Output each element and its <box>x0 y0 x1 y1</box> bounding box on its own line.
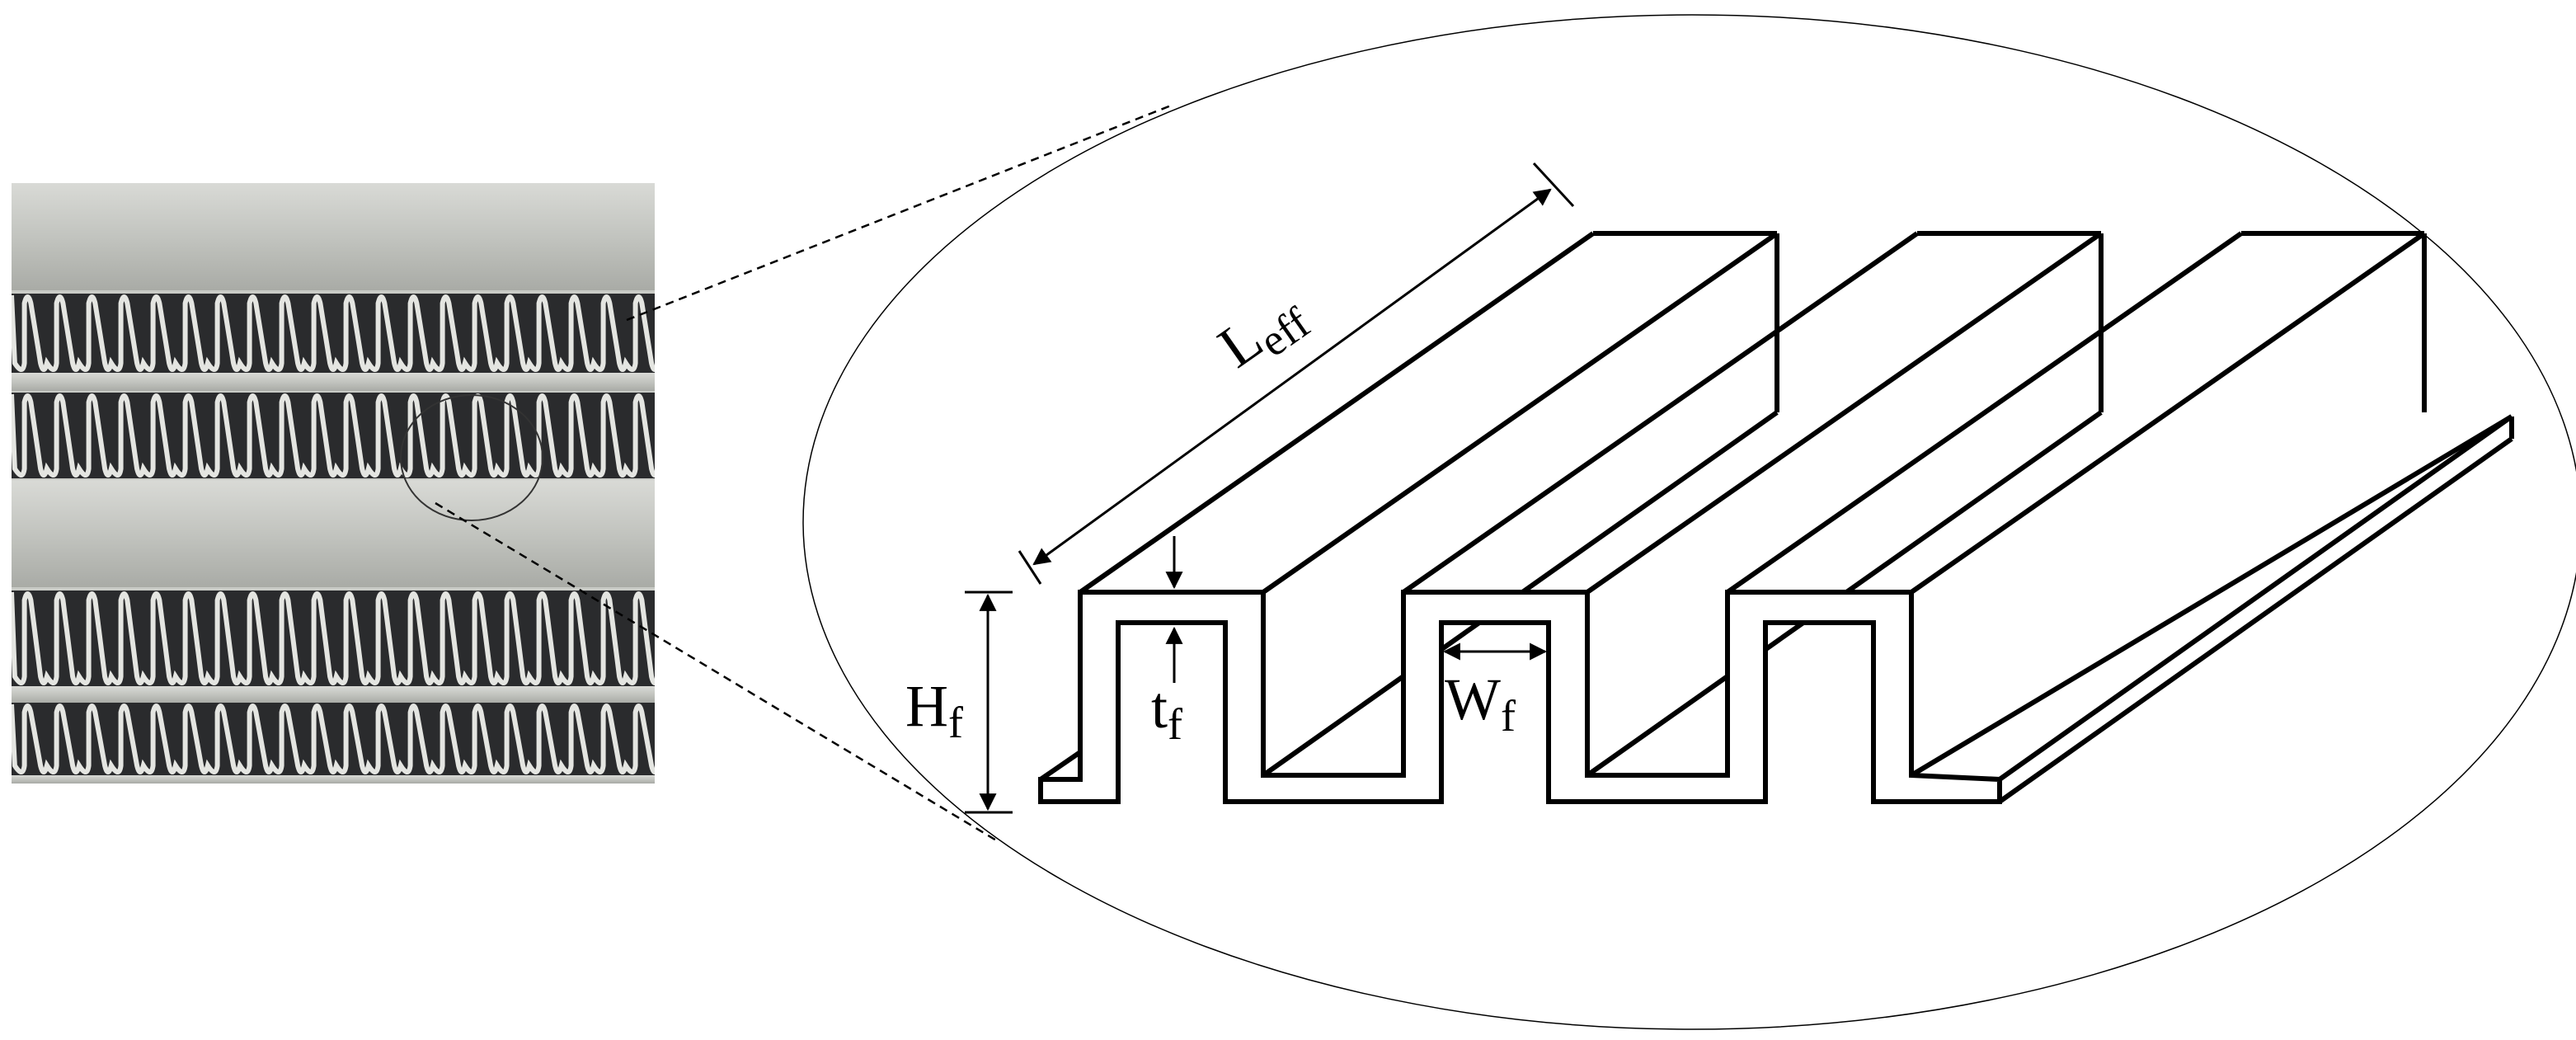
photo-fin-gap <box>12 703 655 775</box>
photo-fin-gap <box>12 294 655 373</box>
photo-fin-row <box>12 591 655 686</box>
photo-fin-gap <box>12 591 655 686</box>
dimension-height: Hf <box>905 591 1013 814</box>
zoom-circle <box>400 394 543 521</box>
detail-ellipse <box>802 14 2576 1030</box>
dimension-width: Wf <box>1442 642 1548 741</box>
photo-tube <box>12 775 655 784</box>
photo-tube <box>12 686 655 703</box>
photo-fin-row <box>12 393 655 478</box>
photo-tube <box>12 183 655 290</box>
photo-tube <box>12 480 655 587</box>
fin-cross-section <box>1038 590 2002 804</box>
heat-exchanger-photo <box>12 183 655 784</box>
photo-fin-row <box>12 703 655 775</box>
photo-tube <box>12 373 655 391</box>
photo-fin-gap <box>12 393 655 478</box>
label-height: Hf <box>905 673 963 747</box>
photo-fin-row <box>12 294 655 373</box>
label-thickness: tf <box>1151 675 1182 749</box>
label-width: Wf <box>1445 666 1516 741</box>
zoom-line-bottom <box>435 501 999 843</box>
dimension-thickness: tf <box>1151 536 1183 749</box>
dimension-length: Leff <box>1018 162 1575 585</box>
zoom-line-top <box>626 104 1172 322</box>
